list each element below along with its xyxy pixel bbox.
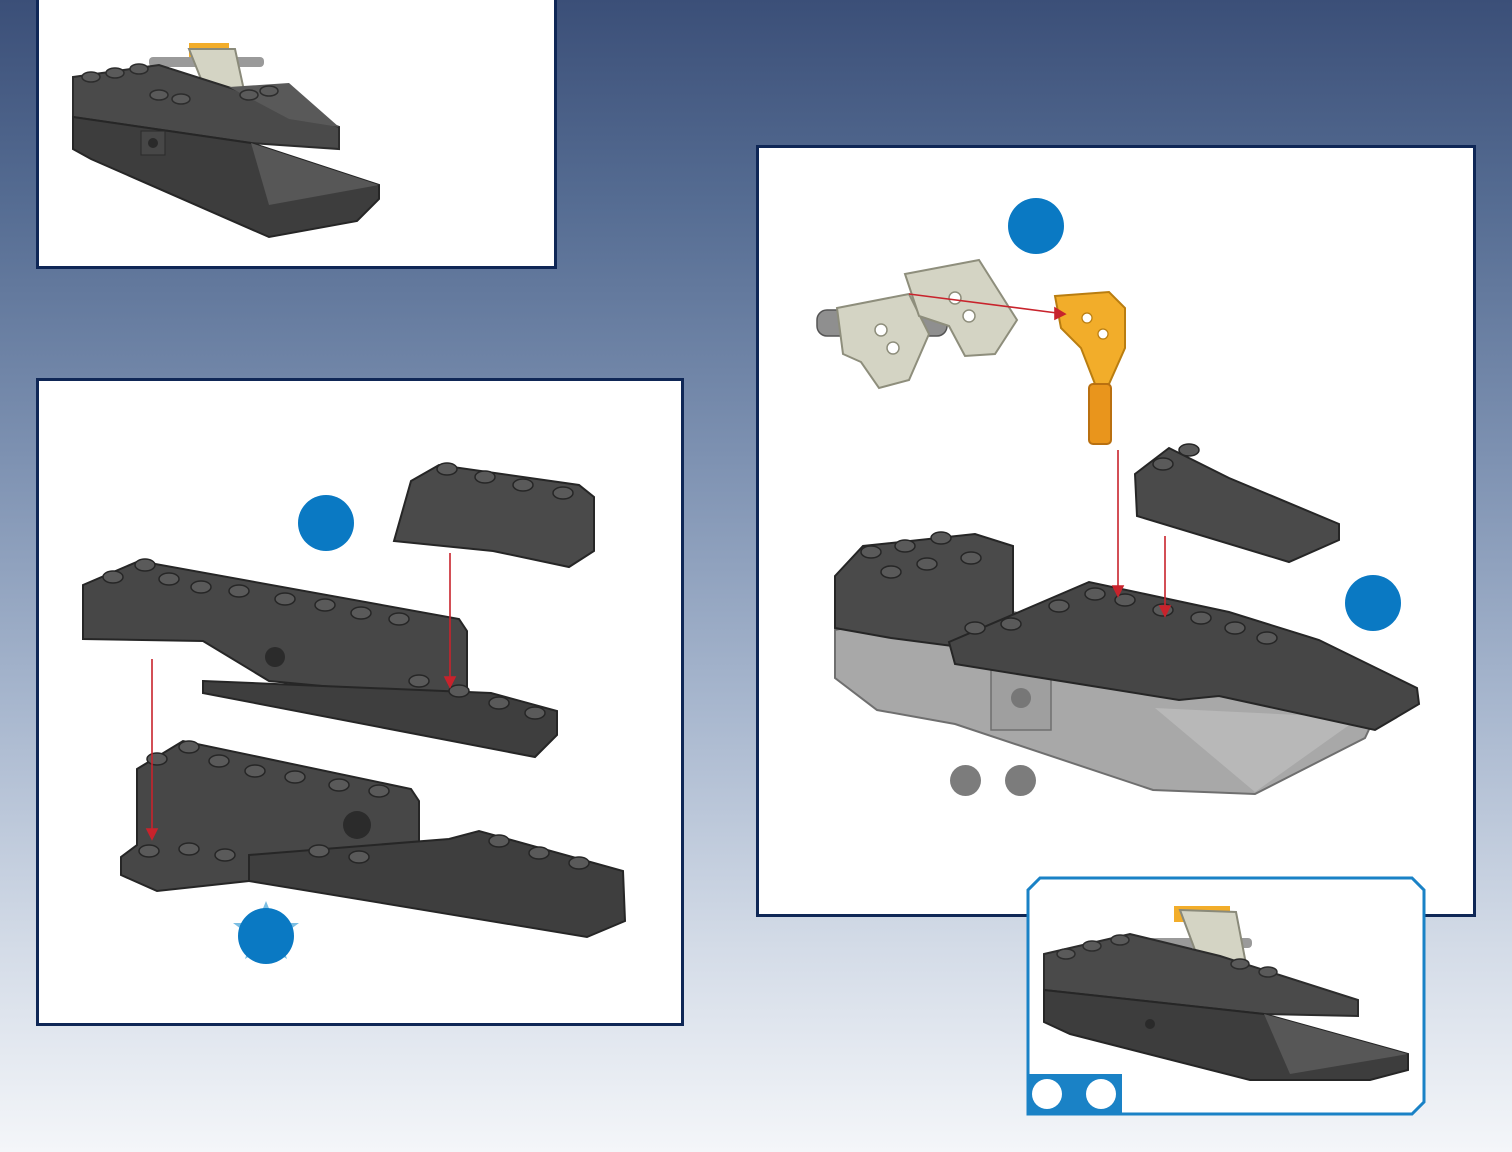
- previous-build-panel: [36, 0, 557, 269]
- quantity-dot: [950, 765, 981, 796]
- assembled-cockpit-result-icon: [1040, 894, 1420, 1084]
- quantity-dot: [1005, 765, 1036, 796]
- quantity-dot: [1086, 1079, 1116, 1109]
- brick-assembly-diagram-icon: [39, 381, 681, 1023]
- result-callout: [1026, 876, 1426, 1116]
- star-badge-icon: [231, 899, 301, 975]
- step-number-badge-top: [1008, 198, 1064, 254]
- assembled-cockpit-preview-icon: [39, 0, 554, 266]
- hinge-and-joint-assembly-diagram-icon: [759, 148, 1473, 914]
- step-number-badge: [298, 495, 354, 551]
- quantity-dot: [1032, 1079, 1062, 1109]
- step-number-badge-side: [1345, 575, 1401, 631]
- step-panel-left: [36, 378, 684, 1026]
- step-panel-right: [756, 145, 1476, 917]
